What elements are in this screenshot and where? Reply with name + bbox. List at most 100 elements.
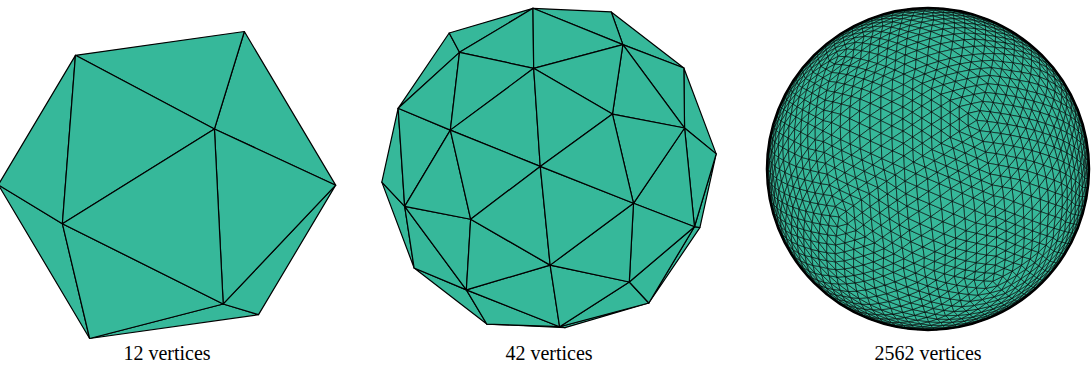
mesh-face	[62, 129, 223, 304]
mesh-face	[815, 131, 823, 142]
mesh-face	[1040, 199, 1048, 211]
mesh-face	[845, 42, 855, 49]
mesh-face	[975, 39, 985, 46]
mesh-face	[828, 235, 837, 245]
mesh-face	[1082, 188, 1085, 197]
mesh-face	[982, 54, 993, 61]
mesh-face	[933, 12, 944, 15]
mesh-face	[1079, 196, 1083, 206]
mesh-face	[973, 46, 984, 54]
mesh-face	[1055, 205, 1062, 217]
mesh-face	[778, 135, 783, 148]
mesh-face	[788, 129, 794, 141]
mesh-face	[837, 277, 847, 284]
mesh-face	[892, 15, 902, 18]
mesh-face	[827, 253, 836, 262]
mesh-face	[811, 232, 819, 243]
mesh-face	[1076, 181, 1080, 193]
mesh-face	[995, 47, 1005, 54]
mesh-face	[540, 114, 633, 203]
mesh-group	[767, 8, 1089, 330]
mesh-face	[819, 242, 827, 252]
mesh-face	[816, 142, 824, 153]
mesh-face	[811, 222, 819, 233]
mesh-face	[954, 23, 965, 28]
mesh-face	[829, 225, 838, 236]
mesh-face	[845, 50, 853, 58]
mesh-face	[405, 206, 471, 289]
mesh-face	[801, 136, 808, 149]
mesh-face	[902, 12, 914, 15]
mesh-face	[882, 18, 892, 22]
mesh-face	[1079, 196, 1083, 206]
mesh-face	[994, 47, 1004, 54]
mesh-face	[819, 242, 827, 252]
mesh-face	[819, 233, 827, 243]
mesh-face	[937, 319, 949, 322]
mesh-face	[836, 269, 845, 277]
mesh-face	[801, 123, 808, 135]
mesh-face	[823, 122, 832, 135]
mesh-face	[802, 148, 809, 159]
mesh-face	[944, 19, 954, 23]
mesh-face	[1075, 206, 1079, 215]
mesh-face	[398, 52, 459, 130]
mesh-face	[964, 33, 975, 40]
mesh-face	[1062, 195, 1067, 207]
mesh-face	[612, 45, 684, 128]
mesh-face	[1067, 199, 1072, 211]
mesh-face	[984, 273, 995, 281]
mesh-face	[965, 28, 975, 34]
mesh-face	[808, 140, 816, 151]
mesh-face	[827, 244, 836, 254]
mesh-face	[1003, 54, 1013, 63]
mesh-face	[943, 12, 954, 15]
mesh-face	[815, 120, 823, 130]
mesh-group	[382, 8, 716, 327]
mesh-face	[837, 49, 847, 56]
mesh-face	[1040, 212, 1048, 224]
mesh-face	[827, 253, 836, 262]
mesh-face	[827, 244, 836, 254]
mesh-face	[986, 255, 996, 264]
mesh-face	[1055, 193, 1062, 205]
mesh-face	[983, 46, 994, 54]
mesh-face	[954, 19, 965, 23]
mesh-face	[775, 145, 779, 158]
mesh-face	[809, 106, 817, 116]
mesh-face	[965, 33, 975, 39]
mesh-face	[1067, 187, 1072, 199]
mesh-face	[837, 277, 847, 284]
mesh-face	[1031, 196, 1040, 208]
mesh-face	[1047, 214, 1055, 226]
mesh-face	[783, 138, 789, 151]
mesh-face	[802, 113, 809, 123]
mesh-face	[944, 15, 955, 18]
mesh-face	[845, 49, 853, 57]
mesh-face	[892, 15, 902, 18]
mesh-face	[946, 315, 958, 319]
mesh-face	[808, 127, 816, 140]
mesh-face	[974, 39, 985, 46]
mesh-face	[1048, 202, 1055, 214]
mesh-face	[984, 273, 995, 281]
mesh-face	[882, 18, 892, 22]
mesh-face	[816, 110, 824, 120]
mesh-face	[788, 141, 794, 154]
mesh-face	[985, 264, 995, 273]
mesh-face	[954, 23, 965, 28]
mesh-face	[965, 28, 975, 34]
mesh-face	[863, 31, 874, 36]
mesh-face	[985, 265, 995, 273]
mesh-face	[836, 270, 845, 277]
mesh-face	[214, 129, 335, 304]
mesh-face	[808, 117, 816, 127]
mesh-face	[873, 26, 883, 31]
mesh-face	[820, 224, 828, 235]
mesh-face	[827, 235, 836, 245]
mesh-face	[823, 112, 832, 122]
mesh-face	[954, 19, 965, 23]
mesh-face	[1085, 178, 1087, 187]
mesh-face	[1048, 190, 1056, 203]
